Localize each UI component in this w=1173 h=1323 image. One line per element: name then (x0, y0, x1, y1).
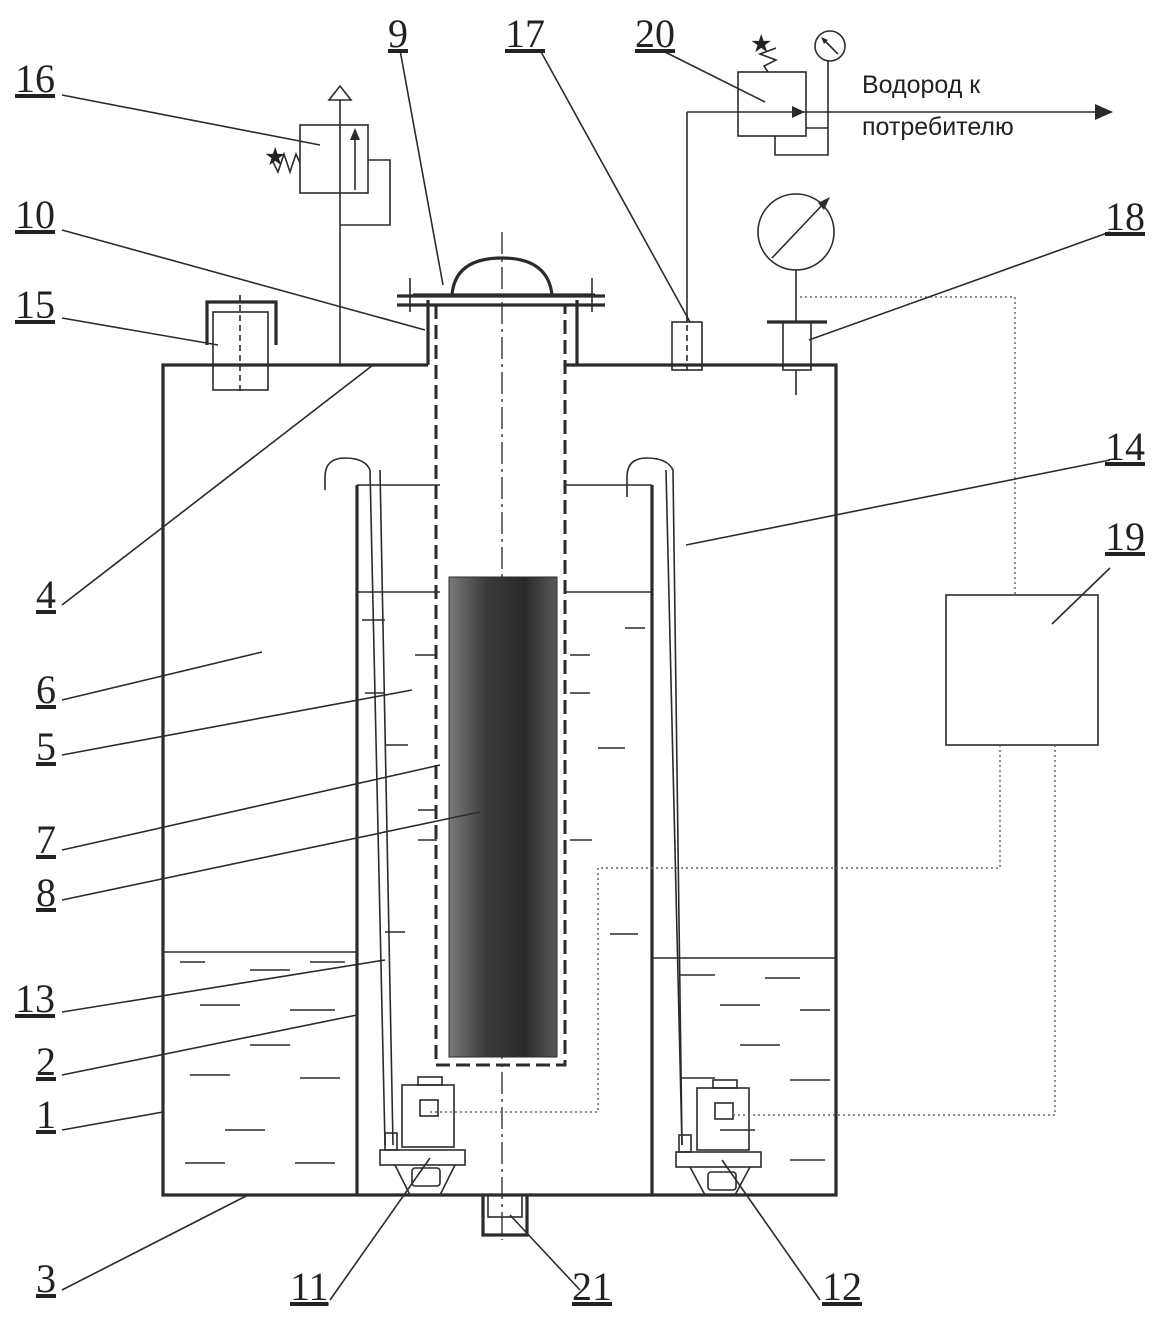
label-2: 2 (36, 1039, 56, 1084)
star-glyph-left: ★ (264, 143, 286, 171)
label-18: 18 (1105, 194, 1145, 239)
label-8: 8 (36, 870, 56, 915)
number-labels: 1 2 3 4 5 6 7 8 9 10 11 12 13 14 15 16 1… (15, 11, 1145, 1309)
label-7: 7 (36, 817, 56, 862)
drain-fitting (483, 1195, 527, 1235)
label-6: 6 (36, 667, 56, 712)
label-21: 21 (572, 1264, 612, 1309)
label-10: 10 (15, 192, 55, 237)
label-9: 9 (388, 11, 408, 56)
label-15: 15 (15, 282, 55, 327)
label-20: 20 (635, 11, 675, 56)
output-caption-line1: Водород к (862, 71, 981, 99)
reagent-core (449, 577, 557, 1057)
label-5: 5 (36, 724, 56, 769)
label-16: 16 (15, 56, 55, 101)
output-caption-line2: потребителю (862, 113, 1014, 141)
pump-right (676, 1080, 761, 1195)
outlet-pipe (672, 104, 1113, 375)
relief-valve: ★ (264, 86, 390, 365)
label-19: 19 (1105, 514, 1145, 559)
label-1: 1 (36, 1092, 56, 1137)
label-3: 3 (36, 1256, 56, 1301)
neck-and-flange (397, 258, 605, 365)
label-14: 14 (1105, 424, 1145, 469)
star-glyph-right: ★ (750, 30, 772, 58)
label-17: 17 (505, 11, 545, 56)
label-4: 4 (36, 572, 56, 617)
label-11: 11 (290, 1264, 329, 1309)
pressure-regulator: ★ (738, 30, 845, 155)
label-12: 12 (822, 1264, 862, 1309)
label-13: 13 (15, 976, 55, 1021)
control-unit (946, 595, 1098, 745)
